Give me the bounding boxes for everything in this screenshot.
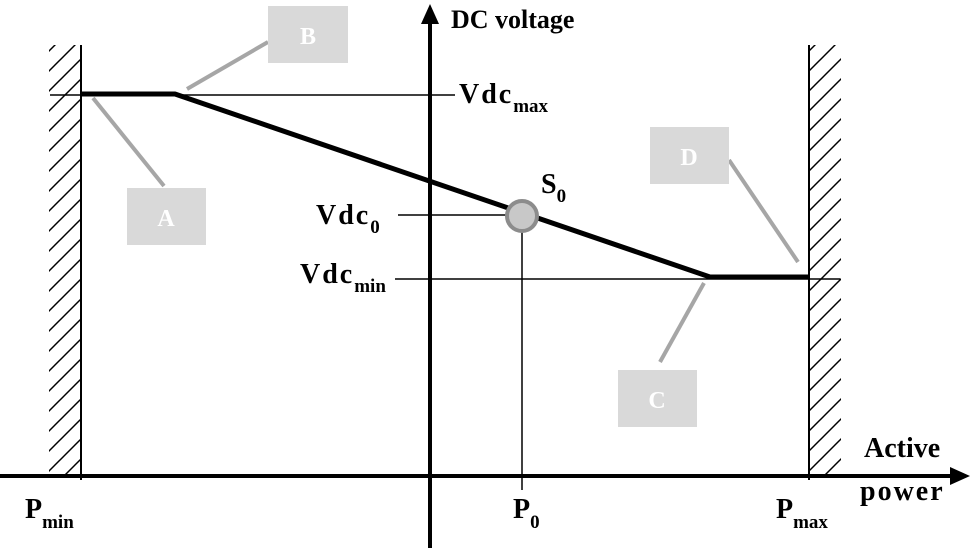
- y-axis-label: DC voltage: [451, 5, 574, 34]
- label-box-a-text: A: [157, 206, 175, 232]
- label-box-c: C: [618, 370, 697, 427]
- s0-label: S0: [541, 169, 566, 207]
- p-0-label: P0: [513, 494, 540, 533]
- droop-characteristic-line: [81, 91, 809, 280]
- x-axis-arrowhead: [950, 467, 970, 485]
- leader-line-d: [727, 158, 800, 264]
- label-box-a: A: [127, 188, 206, 245]
- vdc-min-label: Vdcmin: [300, 259, 386, 297]
- label-box-b: B: [268, 6, 348, 63]
- p-min-label: Pmin: [25, 494, 74, 533]
- label-box-d: D: [650, 127, 729, 184]
- vdc-max-label: Vdcmax: [459, 79, 549, 117]
- leader-line-a: [91, 96, 166, 188]
- p-max-label: Pmax: [776, 494, 828, 533]
- x-axis-label-power: power: [860, 476, 945, 507]
- operating-point-s0: [505, 199, 539, 233]
- label-box-c-text: C: [648, 388, 665, 414]
- pmin-limit-hatch: [49, 45, 80, 477]
- label-box-b-text: B: [300, 24, 316, 50]
- label-box-d-text: D: [680, 145, 697, 171]
- pmax-limit-hatch: [810, 45, 841, 477]
- leader-line-c: [658, 282, 706, 363]
- y-axis-arrowhead: [421, 4, 439, 24]
- vdc-0-label: Vdc0: [316, 200, 380, 238]
- x-axis-label-active: Active: [864, 433, 940, 464]
- leader-line-b: [185, 40, 270, 91]
